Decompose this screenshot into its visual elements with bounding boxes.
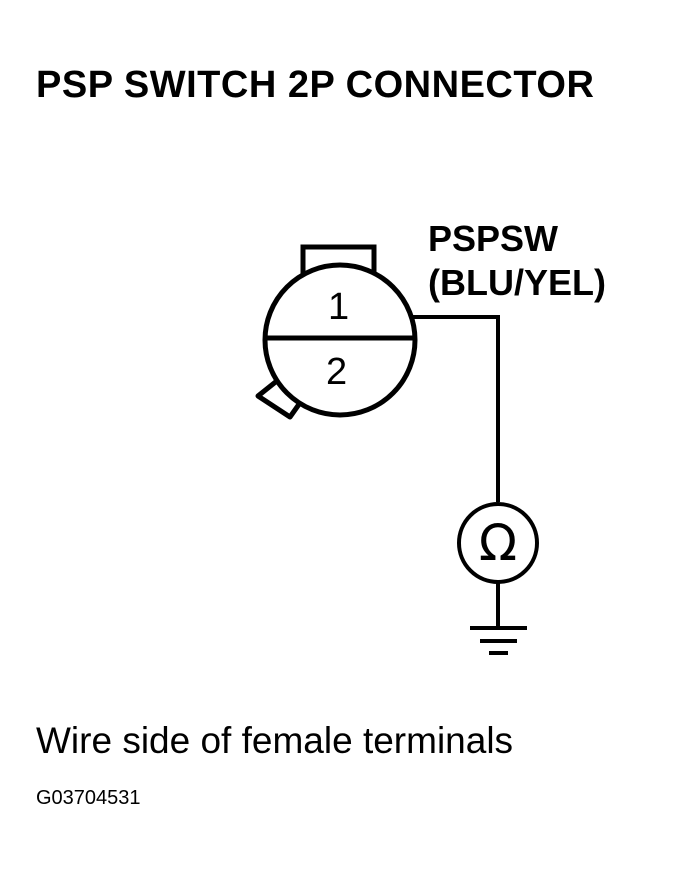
pin-2-label: 2: [326, 351, 348, 393]
wire-label: PSPSW (BLU/YEL): [428, 217, 606, 305]
pin-1-label: 1: [328, 286, 350, 328]
wire-pspsw: [413, 315, 500, 502]
ground-icon: [470, 626, 527, 655]
wire-name: PSPSW: [428, 218, 559, 259]
caption: Wire side of female terminals: [36, 720, 514, 761]
diagram-title: PSP SWITCH 2P CONNECTOR: [36, 64, 595, 106]
wire-color: (BLU/YEL): [428, 262, 606, 303]
figure-id: G03704531: [36, 787, 141, 809]
ohm-icon: Ω: [479, 514, 517, 572]
